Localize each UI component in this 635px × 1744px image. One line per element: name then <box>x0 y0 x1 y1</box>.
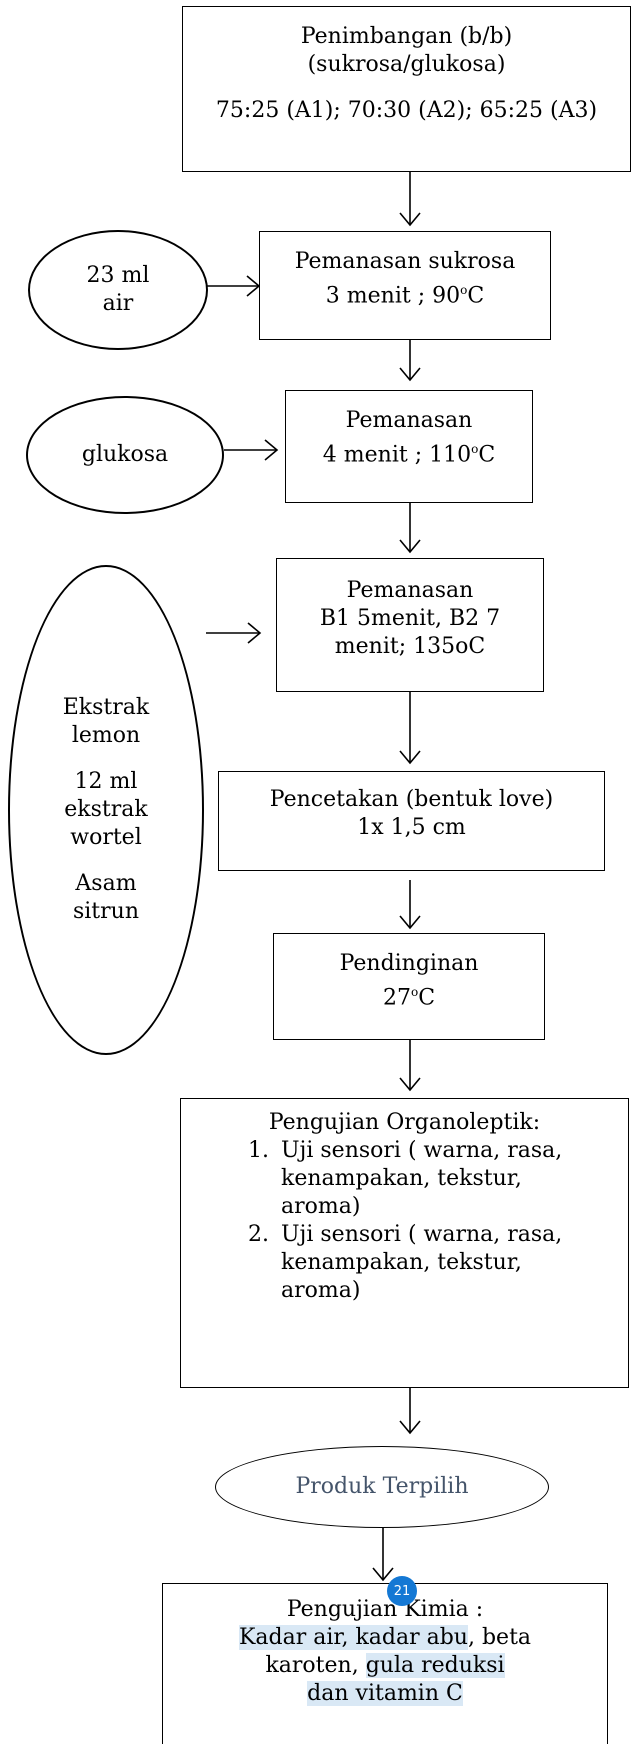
water-input-oval: 23 ml air <box>28 230 208 350</box>
selected-product-label: Produk Terpilih <box>295 1474 469 1499</box>
weighing-subtitle: (sukrosa/glukosa) <box>307 52 506 77</box>
heat-sucrose-line2: 3 menit ; 90oC <box>325 283 485 309</box>
extract-line6: Asam <box>75 871 137 896</box>
heat-glucose-line1: Pemanasan <box>345 408 473 433</box>
heat-final-line2: B1 5menit, B2 7 <box>319 606 501 631</box>
extract-line5: wortel <box>70 825 142 850</box>
glucose-label: glukosa <box>81 442 169 467</box>
weighing-ratios: 75:25 (A1); 70:30 (A2); 65:25 (A3) <box>215 98 598 123</box>
heat-sucrose-box: Pemanasan sukrosa 3 menit ; 90oC <box>259 231 551 340</box>
selected-product-oval: Produk Terpilih <box>215 1446 549 1528</box>
chemical-test-box: Pengujian Kimia : Kadar air, kadar abu, … <box>162 1583 608 1744</box>
glucose-input-oval: glukosa <box>26 396 224 514</box>
organoleptic-item: 1.Uji sensori ( warna, rasa, kenampakan,… <box>248 1138 563 1219</box>
extract-input-oval: Ekstrak lemon 12 ml ekstrak wortel Asam … <box>8 565 204 1055</box>
chemical-line1: Kadar air, kadar abu, beta <box>238 1625 532 1650</box>
extract-line2: lemon <box>71 723 141 748</box>
cooling-line1: Pendinginan <box>339 951 479 976</box>
heat-glucose-box: Pemanasan 4 menit ; 110oC <box>285 390 533 503</box>
organoleptic-title: Pengujian Organoleptik: <box>268 1110 541 1135</box>
molding-line1: Pencetakan (bentuk love) <box>269 787 554 812</box>
weighing-title: Penimbangan (b/b) <box>300 24 513 49</box>
heat-final-line1: Pemanasan <box>346 578 474 603</box>
heat-final-box: Pemanasan B1 5menit, B2 7 menit; 135oC <box>276 558 544 692</box>
molding-box: Pencetakan (bentuk love) 1x 1,5 cm <box>218 771 605 871</box>
water-line2: air <box>102 291 134 316</box>
extract-line1: Ekstrak <box>62 695 150 720</box>
organoleptic-item: 2.Uji sensori ( warna, rasa, kenampakan,… <box>248 1222 563 1303</box>
extract-line3: 12 ml <box>74 769 138 794</box>
extract-line4: ekstrak <box>64 797 148 822</box>
water-line1: 23 ml <box>86 263 150 288</box>
organoleptic-box: Pengujian Organoleptik: 1.Uji sensori ( … <box>180 1098 629 1388</box>
weighing-box: Penimbangan (b/b) (sukrosa/glukosa) 75:2… <box>182 6 631 172</box>
cooling-line2: 27oC <box>382 985 436 1011</box>
cooling-box: Pendinginan 27oC <box>273 933 545 1040</box>
molding-line2: 1x 1,5 cm <box>357 815 466 840</box>
extract-line7: sitrun <box>72 899 140 924</box>
heat-glucose-line2: 4 menit ; 110oC <box>322 442 496 468</box>
page-number-badge[interactable]: 21 <box>387 1576 417 1606</box>
heat-sucrose-line1: Pemanasan sukrosa <box>294 249 516 274</box>
chemical-title: Pengujian Kimia : <box>286 1597 484 1622</box>
chemical-line2: karoten, gula reduksi <box>265 1653 505 1678</box>
heat-final-line3: menit; 135oC <box>334 634 486 659</box>
chemical-line3: dan vitamin C <box>307 1681 463 1706</box>
